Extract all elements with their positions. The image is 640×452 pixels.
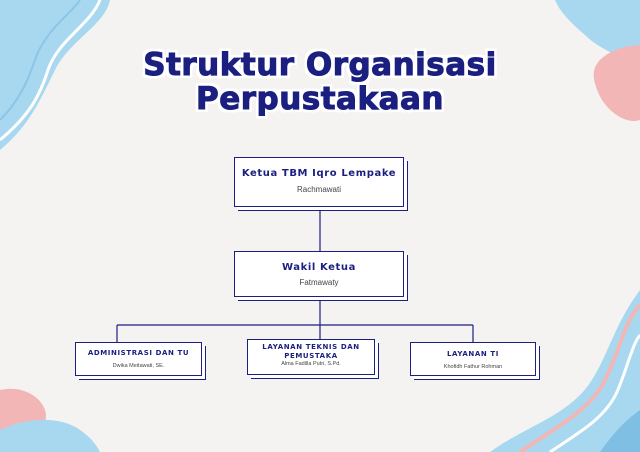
top-left-wave-line-2	[0, 0, 81, 121]
node-teknis-role: LAYANAN TEKNIS DAN PEMUSTAKA	[262, 343, 360, 360]
top-right-pink-blob	[593, 45, 640, 121]
node-ketua-name: Rachmawati	[296, 185, 341, 194]
node-ti: LAYANAN TI Khofidh Fathur Rohman	[410, 342, 536, 376]
node-admin-role: ADMINISTRASI DAN TU	[87, 349, 190, 357]
bottom-right-inner-blue	[600, 410, 640, 452]
node-ti-role: LAYANAN TI	[447, 350, 499, 358]
node-wakil: Wakil Ketua Fatmawaty	[234, 251, 404, 297]
node-teknis-name: Alma Fadilla Putri, S.Pd.	[281, 361, 341, 367]
top-left-wave-line	[0, 0, 102, 142]
node-ti-name: Khofidh Fathur Rohman	[443, 364, 503, 370]
bottom-left-blue-blob	[0, 419, 100, 452]
node-admin: ADMINISTRASI DAN TU Dwika Meitawati, SE.	[75, 342, 202, 376]
title-line-1: Struktur Organisasi	[143, 47, 497, 83]
node-ketua-role: Ketua TBM Iqro Lempake	[241, 168, 397, 179]
bottom-right-wave-pink	[518, 303, 640, 452]
bottom-right-wave-white	[549, 334, 640, 452]
node-ketua: Ketua TBM Iqro Lempake Rachmawati	[234, 157, 404, 207]
node-admin-name: Dwika Meitawati, SE.	[112, 363, 165, 369]
node-wakil-role: Wakil Ketua	[281, 262, 356, 273]
node-wakil-name: Fatmawaty	[299, 278, 339, 287]
node-teknis: LAYANAN TEKNIS DAN PEMUSTAKA Alma Fadill…	[247, 339, 375, 375]
title-line-2: Perpustakaan	[195, 81, 444, 117]
